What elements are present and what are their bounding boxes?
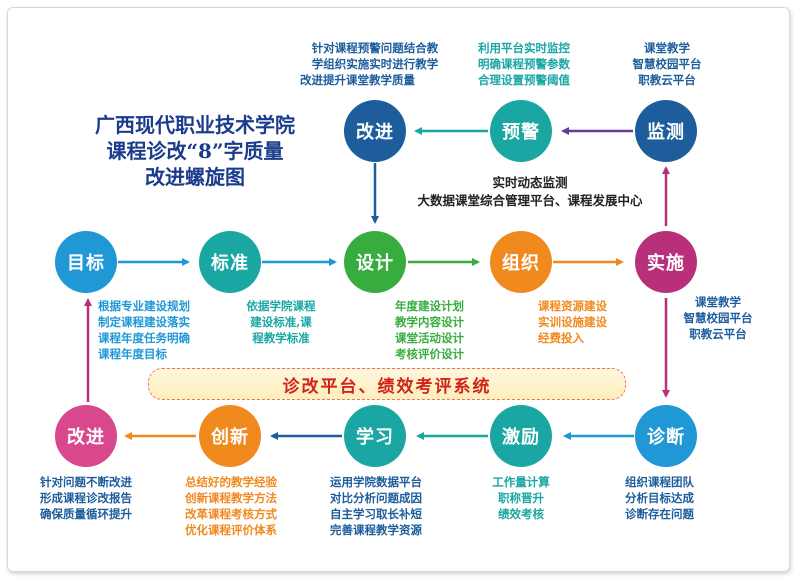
node-learn: 学习 (344, 405, 406, 467)
text-warning: 利用平台实时监控 明确课程预警参数 合理设置预警阈值 (478, 40, 570, 88)
text-diagnose: 组织课程团队 分析目标达成 诊断存在问题 (625, 474, 694, 522)
text-implement: 课堂教学 智慧校园平台 职教云平台 (670, 294, 766, 342)
text-line: 改革课程考核方式 (185, 507, 277, 521)
title-line: 课程诊改“8”字质量 (106, 139, 284, 163)
text-line: 课程资源建设 (538, 299, 607, 313)
text-line: 程教学标准 (252, 331, 310, 345)
text-line: 明确课程预警参数 (478, 57, 570, 71)
text-line: 职称晋升 (498, 491, 544, 505)
node-warning: 预警 (490, 100, 552, 162)
text-design: 年度建设计划 教学内容设计 课堂活动设计 考核评价设计 (395, 298, 464, 362)
title-line: 改进螺旋图 (145, 165, 245, 189)
text-line: 创新课程教学方法 (185, 491, 277, 505)
platform-banner: 诊改平台、绩效考评系统 (148, 368, 626, 400)
text-line: 年度建设计划 (395, 299, 464, 313)
node-diagnose: 诊断 (635, 405, 697, 467)
text-innovate: 总结好的教学经验 创新课程教学方法 改革课程考核方式 优化课程评价体系 (185, 474, 277, 538)
text-line: 利用平台实时监控 (478, 41, 570, 55)
node-design: 设计 (344, 231, 406, 293)
text-line: 智慧校园平台 (683, 311, 753, 325)
text-line: 职教云平台 (638, 73, 696, 87)
text-line: 建设标准,课 (250, 315, 312, 329)
text-line: 课程年度目标 (98, 347, 167, 361)
text-line: 诊断存在问题 (625, 507, 694, 521)
center-caption: 实时动态监测 大数据课堂综合管理平台、课程发展中心 (390, 174, 670, 210)
text-line: 组织课程团队 (625, 475, 694, 489)
text-line: 教学内容设计 (395, 315, 464, 329)
text-line: 考核评价设计 (395, 347, 464, 361)
node-implement: 实施 (635, 231, 697, 293)
node-standard: 标准 (199, 231, 261, 293)
text-line: 自主学习取长补短 (330, 507, 422, 521)
node-top-improve: 改进 (344, 100, 406, 162)
node-goal: 目标 (55, 231, 117, 293)
text-line: 依据学院课程 (246, 299, 316, 313)
text-line: 形成课程诊改报告 (40, 491, 132, 505)
text-line: 智慧校园平台 (632, 57, 702, 71)
text-line: 学组织实施实时进行教学 (311, 57, 439, 71)
text-line: 课堂教学 (695, 295, 741, 309)
text-line: 经费投入 (538, 331, 584, 345)
text-line: 课堂活动设计 (395, 331, 464, 345)
text-line: 对比分析问题成因 (330, 491, 422, 505)
node-bottom-improve: 改进 (55, 405, 117, 467)
text-line: 总结好的教学经验 (185, 475, 277, 489)
text-line: 确保质量循环提升 (40, 507, 132, 521)
text-line: 运用学院数据平台 (330, 475, 422, 489)
text-standard: 依据学院课程 建设标准,课 程教学标准 (236, 298, 326, 346)
text-learn: 运用学院数据平台 对比分析问题成因 自主学习取长补短 完善课程教学资源 (330, 474, 422, 538)
text-line: 职教云平台 (689, 327, 747, 341)
text-monitor: 课堂教学 智慧校园平台 职教云平台 (622, 40, 712, 88)
text-line: 绩效考核 (498, 507, 544, 521)
text-line: 工作量计算 (492, 475, 550, 489)
text-line: 制定课程建设落实 (98, 315, 190, 329)
text-line: 合理设置预警阈值 (478, 73, 570, 87)
center-line: 实时动态监测 (492, 175, 568, 190)
text-line: 课堂教学 (644, 41, 690, 55)
node-organize: 组织 (490, 231, 552, 293)
node-innovate: 创新 (199, 405, 261, 467)
node-monitor: 监测 (635, 100, 697, 162)
text-top-improve: 针对课程预警问题结合教 学组织实施实时进行教学 改进提升课堂教学质量 (300, 40, 450, 88)
text-line: 针对课程预警问题结合教 (311, 41, 439, 55)
text-line: 完善课程教学资源 (330, 523, 422, 537)
text-goal: 根据专业建设规划 制定课程建设落实 课程年度任务明确 课程年度目标 (98, 298, 190, 362)
text-incentive: 工作量计算 职称晋升 绩效考核 (480, 474, 562, 522)
text-line: 优化课程评价体系 (185, 523, 277, 537)
text-bottom-improve: 针对问题不断改进 形成课程诊改报告 确保质量循环提升 (40, 474, 132, 522)
diagram-title: 广西现代职业技术学院 课程诊改“8”字质量 改进螺旋图 (70, 112, 320, 190)
text-line: 根据专业建设规划 (98, 299, 190, 313)
node-incentive: 激励 (490, 405, 552, 467)
center-line: 大数据课堂综合管理平台、课程发展中心 (417, 193, 643, 208)
title-line: 广西现代职业技术学院 (95, 113, 295, 137)
text-organize: 课程资源建设 实训设施建设 经费投入 (538, 298, 607, 346)
text-line: 针对问题不断改进 (40, 475, 132, 489)
text-line: 改进提升课堂教学质量 (300, 73, 415, 87)
text-line: 实训设施建设 (538, 315, 607, 329)
text-line: 课程年度任务明确 (98, 331, 190, 345)
text-line: 分析目标达成 (625, 491, 694, 505)
